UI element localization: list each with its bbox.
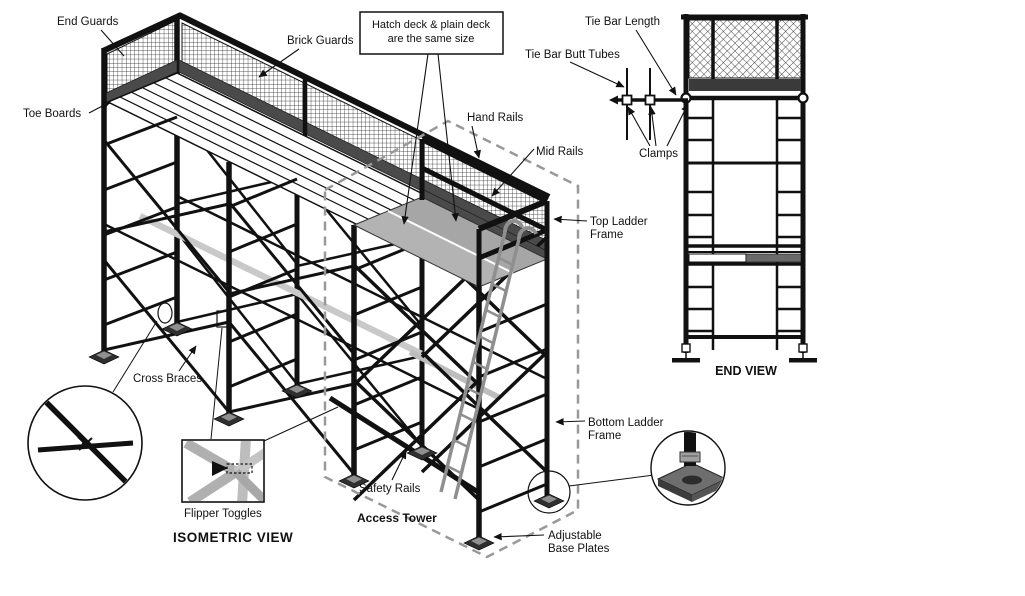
title-end-view: END VIEW: [715, 364, 777, 378]
tower-ladder: [439, 219, 538, 500]
label-bottom-ladder-frame-2: Frame: [588, 430, 621, 442]
label-safety-rails: Safety Rails: [359, 483, 421, 495]
label-top-ladder-frame-2: Frame: [590, 229, 623, 241]
label-hand-rails: Hand Rails: [467, 112, 523, 124]
label-toe-boards: Toe Boards: [23, 108, 81, 120]
label-clamps: Clamps: [639, 148, 678, 160]
cross-braces: [102, 139, 356, 475]
access-tower-structure: [328, 235, 549, 514]
label-adjustable-base-plates-2: Base Plates: [548, 543, 610, 555]
end-view-deck: [745, 253, 802, 263]
brace-pivot: [81, 440, 89, 448]
cross-brace-highlight-circle: [157, 302, 173, 324]
label-adjustable-base-plates-1: Adjustable: [548, 530, 602, 542]
end-view-base-plates: [672, 340, 817, 363]
access-tower-outline: [323, 119, 580, 559]
tower-guard-rails: [419, 136, 550, 290]
cross-brace-detail-circle: [27, 385, 143, 501]
label-cross-braces: Cross Braces: [133, 373, 202, 385]
end-view-rungs: [686, 98, 803, 350]
frame-rungs: [103, 115, 298, 389]
label-flipper-toggles: Flipper Toggles: [184, 508, 262, 520]
base-plate-detail-circle: [650, 430, 726, 506]
tie-bar-end: [609, 95, 618, 105]
end-guard-rails: [101, 12, 551, 355]
note-box-line2: are the same size: [388, 33, 475, 45]
end-view-mesh: [688, 19, 802, 79]
mid-rail: [420, 165, 549, 233]
label-top-ladder-frame-1: Top Ladder: [590, 216, 648, 228]
clamp: [644, 94, 656, 106]
flipper-toggle-detail-box: [181, 439, 265, 503]
label-tie-bar-butt-tubes: Tie Bar Butt Tubes: [525, 49, 620, 61]
flipper-toggle-pin: [212, 461, 228, 476]
note-box-line1: Hatch deck & plain deck: [372, 19, 491, 31]
clamp: [621, 94, 633, 106]
label-bottom-ladder-frame-1: Bottom Ladder: [588, 417, 664, 429]
end-view-toe-board: [689, 79, 801, 91]
label-access-tower: Access Tower: [357, 511, 437, 525]
label-brick-guards: Brick Guards: [287, 35, 354, 47]
label-mid-rails: Mid Rails: [536, 146, 584, 158]
base-plate-highlight-circle: [527, 470, 571, 514]
note-box: Hatch deck & plain deck are the same siz…: [359, 11, 504, 55]
label-end-guards: End Guards: [57, 16, 119, 28]
label-tie-bar-length: Tie Bar Length: [585, 16, 660, 28]
leader-lines: [88, 29, 689, 541]
labels: End Guards Toe Boards Brick Guards Hand …: [23, 16, 777, 555]
flipper-toggle-highlight-rect: [216, 310, 229, 328]
tie-bar-assembly: [609, 68, 688, 140]
safety-rail: [328, 395, 480, 495]
end-view: [672, 14, 817, 363]
title-isometric-view: ISOMETRIC VIEW: [173, 530, 293, 545]
hand-rail: [420, 136, 549, 204]
